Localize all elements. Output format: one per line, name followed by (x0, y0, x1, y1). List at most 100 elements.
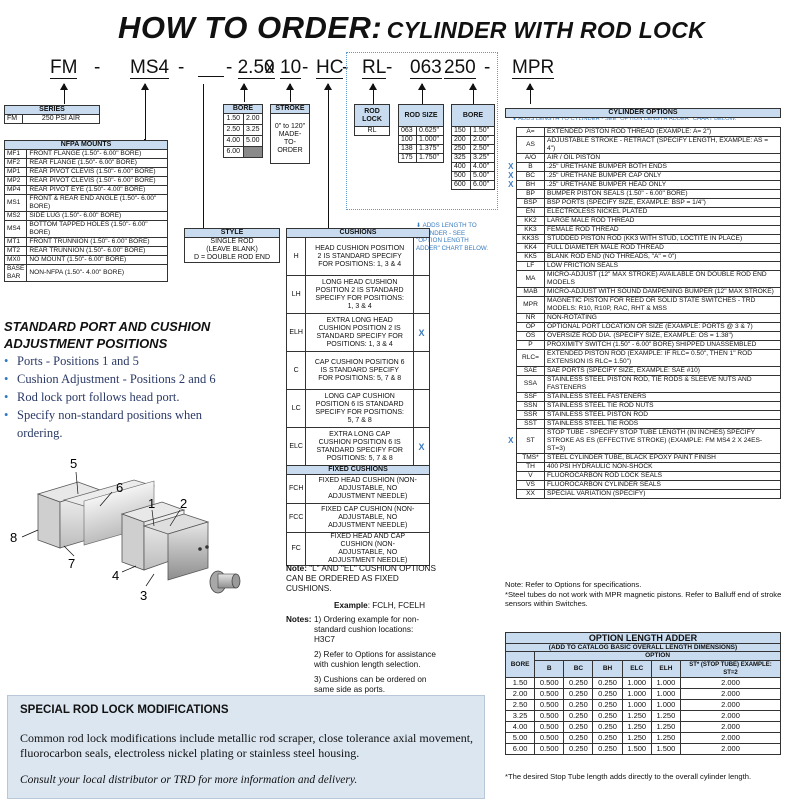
nfpa-code: MS2 (3, 211, 28, 221)
fixed-code: FCC (285, 503, 307, 533)
option-x (505, 136, 517, 154)
adder-cell: 1.250 (650, 721, 682, 733)
adder-cell: 0.500 (534, 677, 565, 689)
option-x (505, 261, 517, 271)
cylinder-illustration: 5 6 1 2 8 7 4 3 (10, 456, 241, 603)
option-desc: LARGE MALE ROD THREAD (544, 216, 781, 226)
option-desc: FULL DIAMETER MALE ROD THREAD (544, 243, 781, 253)
bore-header: BORE (223, 104, 263, 114)
option-code: MPR (516, 296, 545, 314)
bore-code-cell: 4.00" (469, 162, 496, 172)
option-desc: STAINLESS STEEL TIE RODS (544, 419, 781, 429)
option-desc: SAE PORTS (SPECIFY SIZE, EXAMPLE: SAE #1… (544, 366, 781, 376)
nfpa-desc: NO MOUNT (1.50"- 6.00" BORE) (26, 255, 168, 265)
option-x (505, 453, 517, 463)
arrow-rodbore (469, 83, 477, 104)
bullet-item: Specify non-standard positions when orde… (4, 406, 234, 442)
option-desc: FLUOROCARBON CYLINDER SEALS (544, 480, 781, 490)
adder-cell: 0.250 (592, 677, 623, 689)
options-header: CYLINDER OPTIONS (505, 108, 781, 118)
adder-cell: 3.25 (504, 710, 536, 722)
nfpa-code: MP4 (3, 185, 28, 195)
option-code: OP (516, 322, 545, 332)
adder-cell: 0.250 (592, 699, 623, 711)
bore-cell: 2.00 (242, 113, 263, 125)
option-desc: FLUOROCARBON ROD LOCK SEALS (544, 471, 781, 481)
bullet-item: Ports - Positions 1 and 5 (4, 352, 234, 370)
bore-code-cell: 325 (451, 153, 471, 163)
arrow-bore (240, 83, 248, 102)
adder-cell: 0.250 (592, 743, 623, 755)
cushion-adder-note: ⬇ ADDS LENGTH TO CYLINDER - SEE "OPTION … (416, 222, 489, 252)
adder-cell: 0.500 (534, 699, 565, 711)
style-header: STYLE (184, 228, 280, 238)
nfpa-code: MP1 (3, 167, 28, 177)
option-desc: PROXIMITY SWITCH (1.50" - 6.00" BORE) SH… (544, 340, 781, 350)
bore-code-cell: 200 (451, 135, 471, 145)
option-desc: STAINLESS STEEL PISTON ROD (544, 410, 781, 420)
nfpa-code: MS4 (3, 220, 28, 238)
option-code: BP (516, 189, 545, 199)
code-fm: FM (50, 57, 78, 79)
option-desc: MICRO-ADJUST (12" MAX STROKE) AVAILABLE … (544, 270, 781, 288)
cushion-x (413, 237, 430, 276)
bore-code-cell: 1.50" (469, 126, 496, 136)
code-cushion: HC (316, 57, 344, 79)
code-rodsize: 063 (410, 57, 442, 79)
adder-cell: 0.500 (534, 743, 565, 755)
option-desc: MAGNETIC PISTON FOR REED OR SOLID STATE … (544, 296, 781, 314)
adder-cell: 2.000 (680, 743, 781, 755)
option-desc: STAINLESS STEEL PISTON ROD, TIE RODS & S… (544, 375, 781, 393)
position-label: 3 (140, 588, 147, 603)
adder-cell: 4.00 (504, 721, 536, 733)
option-desc: ELECTROLESS NICKEL PLATED (544, 207, 781, 217)
option-x (505, 189, 517, 199)
adder-cell: 2.000 (680, 710, 781, 722)
option-code: NR (516, 313, 545, 323)
cushion-code: LH (285, 275, 307, 314)
option-code: V (516, 471, 545, 481)
rodlock-value: RL (354, 126, 390, 136)
down-arrow-icon: ⬇ (416, 222, 422, 229)
option-x (505, 419, 517, 429)
option-x (505, 340, 517, 350)
option-x (505, 313, 517, 323)
code-dash: - (386, 57, 393, 78)
nfpa-desc: REAR FLANGE (1.50"- 6.00" BORE) (26, 158, 168, 168)
adder-cell: 1.500 (650, 743, 682, 755)
code-stroke: 10 (280, 57, 302, 79)
option-x (505, 270, 517, 288)
fixed-desc: FIXED HEAD CUSHION (NON-ADJUSTABLE, NO A… (305, 474, 430, 504)
cushion-desc: LONG HEAD CUSHION POSITION 2 IS STANDARD… (305, 275, 414, 314)
adder-cell: 1.500 (621, 743, 652, 755)
arrow-rodsize (418, 83, 426, 104)
arrow-rodlock (369, 83, 377, 104)
option-code: TH (516, 462, 545, 472)
option-x (505, 462, 517, 472)
bore-code-cell: 150 (451, 126, 471, 136)
nfpa-code: MF1 (3, 149, 28, 159)
option-desc: .25" URETHANE BUMPER CAP ONLY (544, 171, 781, 181)
cushion-desc: LONG CAP CUSHION POSITION 6 IS STANDARD … (305, 389, 414, 428)
option-desc: NON-ROTATING (544, 313, 781, 323)
